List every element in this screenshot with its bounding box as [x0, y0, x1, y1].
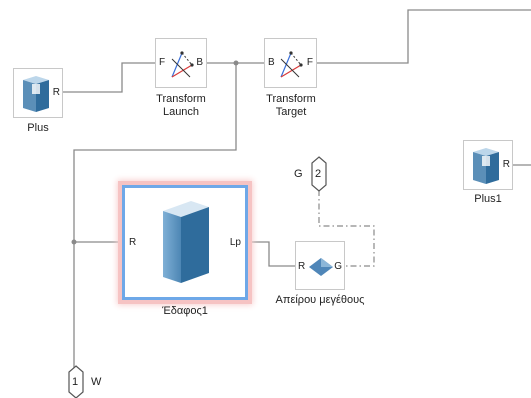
transform-target-name-line2: Target	[275, 106, 307, 118]
edafos1-block-name: Έδαφος1	[162, 305, 208, 317]
in-port-1-label: W	[91, 376, 102, 388]
apeirou-block[interactable]: R G	[295, 241, 345, 290]
plus1-block[interactable]: R	[463, 140, 513, 190]
in-port-2-shape	[311, 156, 327, 192]
in-port-1-number[interactable]: 1	[72, 376, 79, 388]
plus-reference-icon	[23, 76, 49, 112]
connection-target-to-right	[316, 9, 531, 64]
plus1-block-name: Plus1	[474, 193, 502, 205]
launch-port-b: B	[196, 57, 203, 68]
edafos1-block[interactable]: R Lp	[122, 185, 248, 300]
connection-branch-to-ground	[73, 63, 237, 372]
apeirou-port-g: G	[334, 261, 342, 272]
plus-block[interactable]: R	[13, 68, 63, 118]
rigid-transform-icon	[280, 51, 303, 78]
in-port-2-label: G	[294, 168, 303, 180]
target-port-f: F	[306, 57, 313, 68]
connection-plus-to-launch	[62, 62, 156, 93]
in-port-2-number[interactable]: 2	[315, 168, 322, 180]
target-port-b: B	[268, 57, 275, 68]
connection-edafos-to-apeirou	[245, 241, 296, 267]
transform-launch-name: Transform Launch	[136, 93, 226, 119]
transform-target-block[interactable]: B F	[264, 38, 317, 88]
brick-solid-icon	[163, 201, 209, 283]
apeirou-port-r: R	[298, 261, 306, 272]
junction-dot	[71, 239, 77, 245]
rigid-transform-icon	[171, 51, 194, 78]
edafos1-port-r: R	[129, 237, 137, 248]
launch-port-f: F	[159, 57, 166, 68]
in-port-1-shape	[68, 365, 84, 398]
transform-target-name: Transform Target	[246, 93, 336, 119]
plus-port-r: R	[52, 87, 60, 98]
connection-g-signal	[318, 190, 375, 267]
apeirou-block-name: Απείρου μεγέθους	[275, 294, 365, 306]
plus-block-name: Plus	[27, 122, 49, 134]
edafos1-port-lp: Lp	[229, 237, 241, 248]
transform-target-name-line1: Transform	[266, 93, 316, 105]
plus-reference-icon	[473, 148, 499, 184]
diamond-icon	[309, 258, 333, 276]
transform-launch-block[interactable]: F B	[155, 38, 207, 88]
transform-launch-name-line2: Launch	[162, 106, 200, 118]
plus1-port-r: R	[502, 159, 510, 170]
junction-dot	[233, 60, 239, 66]
transform-launch-name-line1: Transform	[156, 93, 206, 105]
